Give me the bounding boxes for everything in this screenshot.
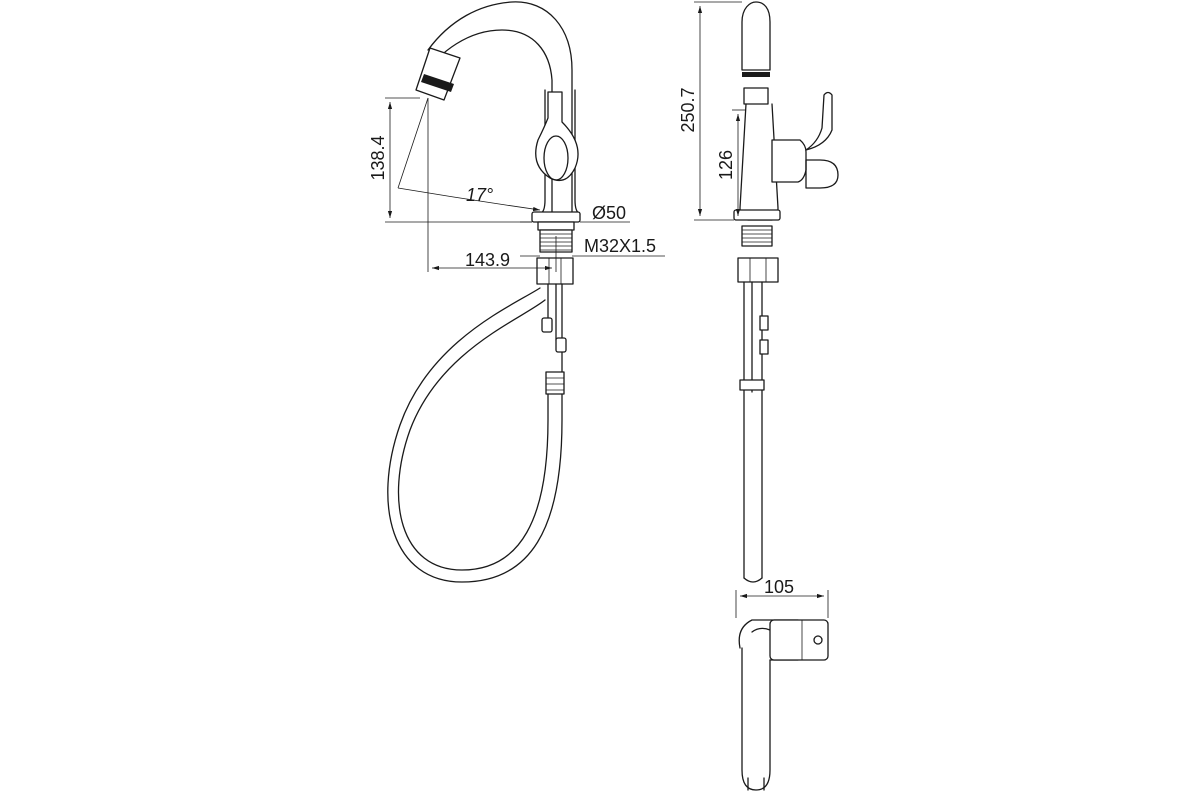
- side-fitting-3: [739, 379, 765, 391]
- side-spout-band: [742, 72, 770, 77]
- top-view: [735, 590, 829, 791]
- supply-fitting-2: [555, 337, 567, 353]
- spout-outer: [427, 1, 573, 216]
- dim-spout-reach: 143.9: [465, 250, 510, 270]
- base-plate: [531, 211, 581, 223]
- pull-out-hose-outer: [397, 299, 549, 571]
- pull-out-hose-inner: [387, 287, 563, 583]
- side-fitting-2: [759, 339, 769, 355]
- dim-thread: M32X1.5: [584, 236, 656, 256]
- front-view: [385, 1, 665, 583]
- top-handle-indicator: [813, 635, 823, 645]
- side-nozzle: [743, 87, 769, 105]
- mounting-nut: [536, 257, 574, 285]
- side-spout: [741, 1, 771, 71]
- dim-total-height: 250.7: [678, 87, 698, 132]
- top-spout-inner: [751, 627, 771, 633]
- nozzle-band: [421, 74, 454, 92]
- dim-spout-height: 138.4: [368, 135, 388, 180]
- side-thread-shank: [741, 225, 773, 247]
- top-body: [769, 619, 829, 661]
- base-washer: [537, 221, 575, 231]
- dim-handle-height: 126: [716, 150, 736, 180]
- dim-spout-angle: 17°: [466, 185, 493, 205]
- side-view: [694, 1, 839, 583]
- dim-top-width: 105: [764, 577, 794, 597]
- supply-fitting-1: [541, 317, 553, 333]
- hose-connector: [545, 371, 565, 395]
- side-handle: [771, 139, 807, 183]
- spout-nozzle: [415, 47, 461, 101]
- top-hose: [741, 647, 771, 791]
- side-base: [733, 209, 781, 221]
- dim-base-diameter: Ø50: [592, 203, 626, 223]
- side-lever: [805, 91, 833, 151]
- side-fitting-1: [759, 315, 769, 331]
- side-mounting-nut: [737, 257, 779, 283]
- handle-cap: [543, 135, 569, 181]
- side-handle-cap: [805, 159, 839, 189]
